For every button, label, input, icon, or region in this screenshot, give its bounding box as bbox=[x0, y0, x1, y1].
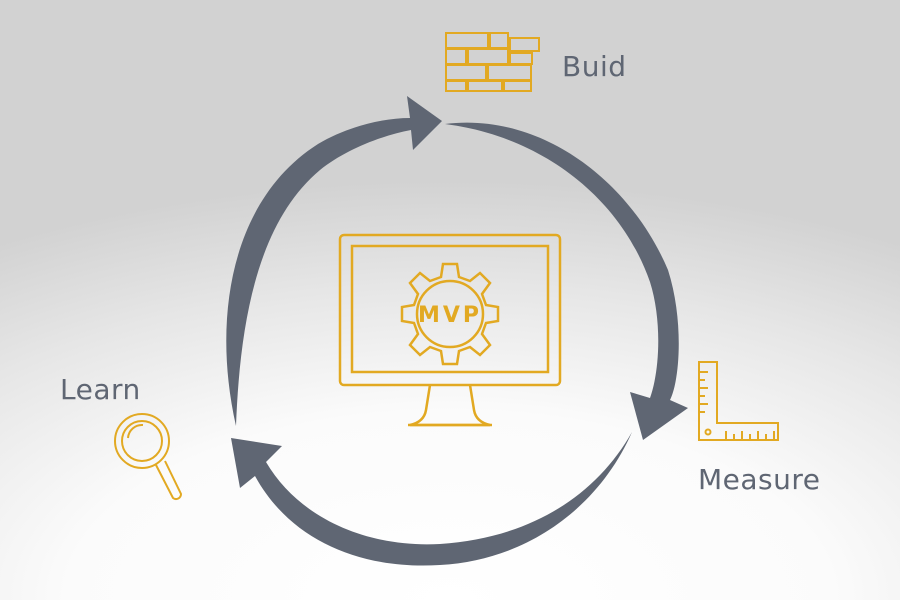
cycle-arrows bbox=[226, 96, 688, 566]
brick-wall-icon bbox=[445, 32, 540, 92]
magnifier-icon bbox=[114, 413, 183, 500]
build-label: Buid bbox=[562, 50, 627, 83]
arrow-build-to-measure bbox=[445, 122, 688, 440]
monitor-gear-icon bbox=[338, 233, 562, 427]
gear-outline bbox=[400, 262, 500, 366]
learn-label: Learn bbox=[60, 373, 141, 406]
arrow-measure-to-learn bbox=[231, 432, 632, 566]
measure-label: Measure bbox=[698, 463, 821, 496]
square-ruler-icon bbox=[698, 361, 779, 441]
arrow-learn-to-build bbox=[226, 96, 442, 426]
mvp-text: MVP bbox=[418, 303, 482, 328]
